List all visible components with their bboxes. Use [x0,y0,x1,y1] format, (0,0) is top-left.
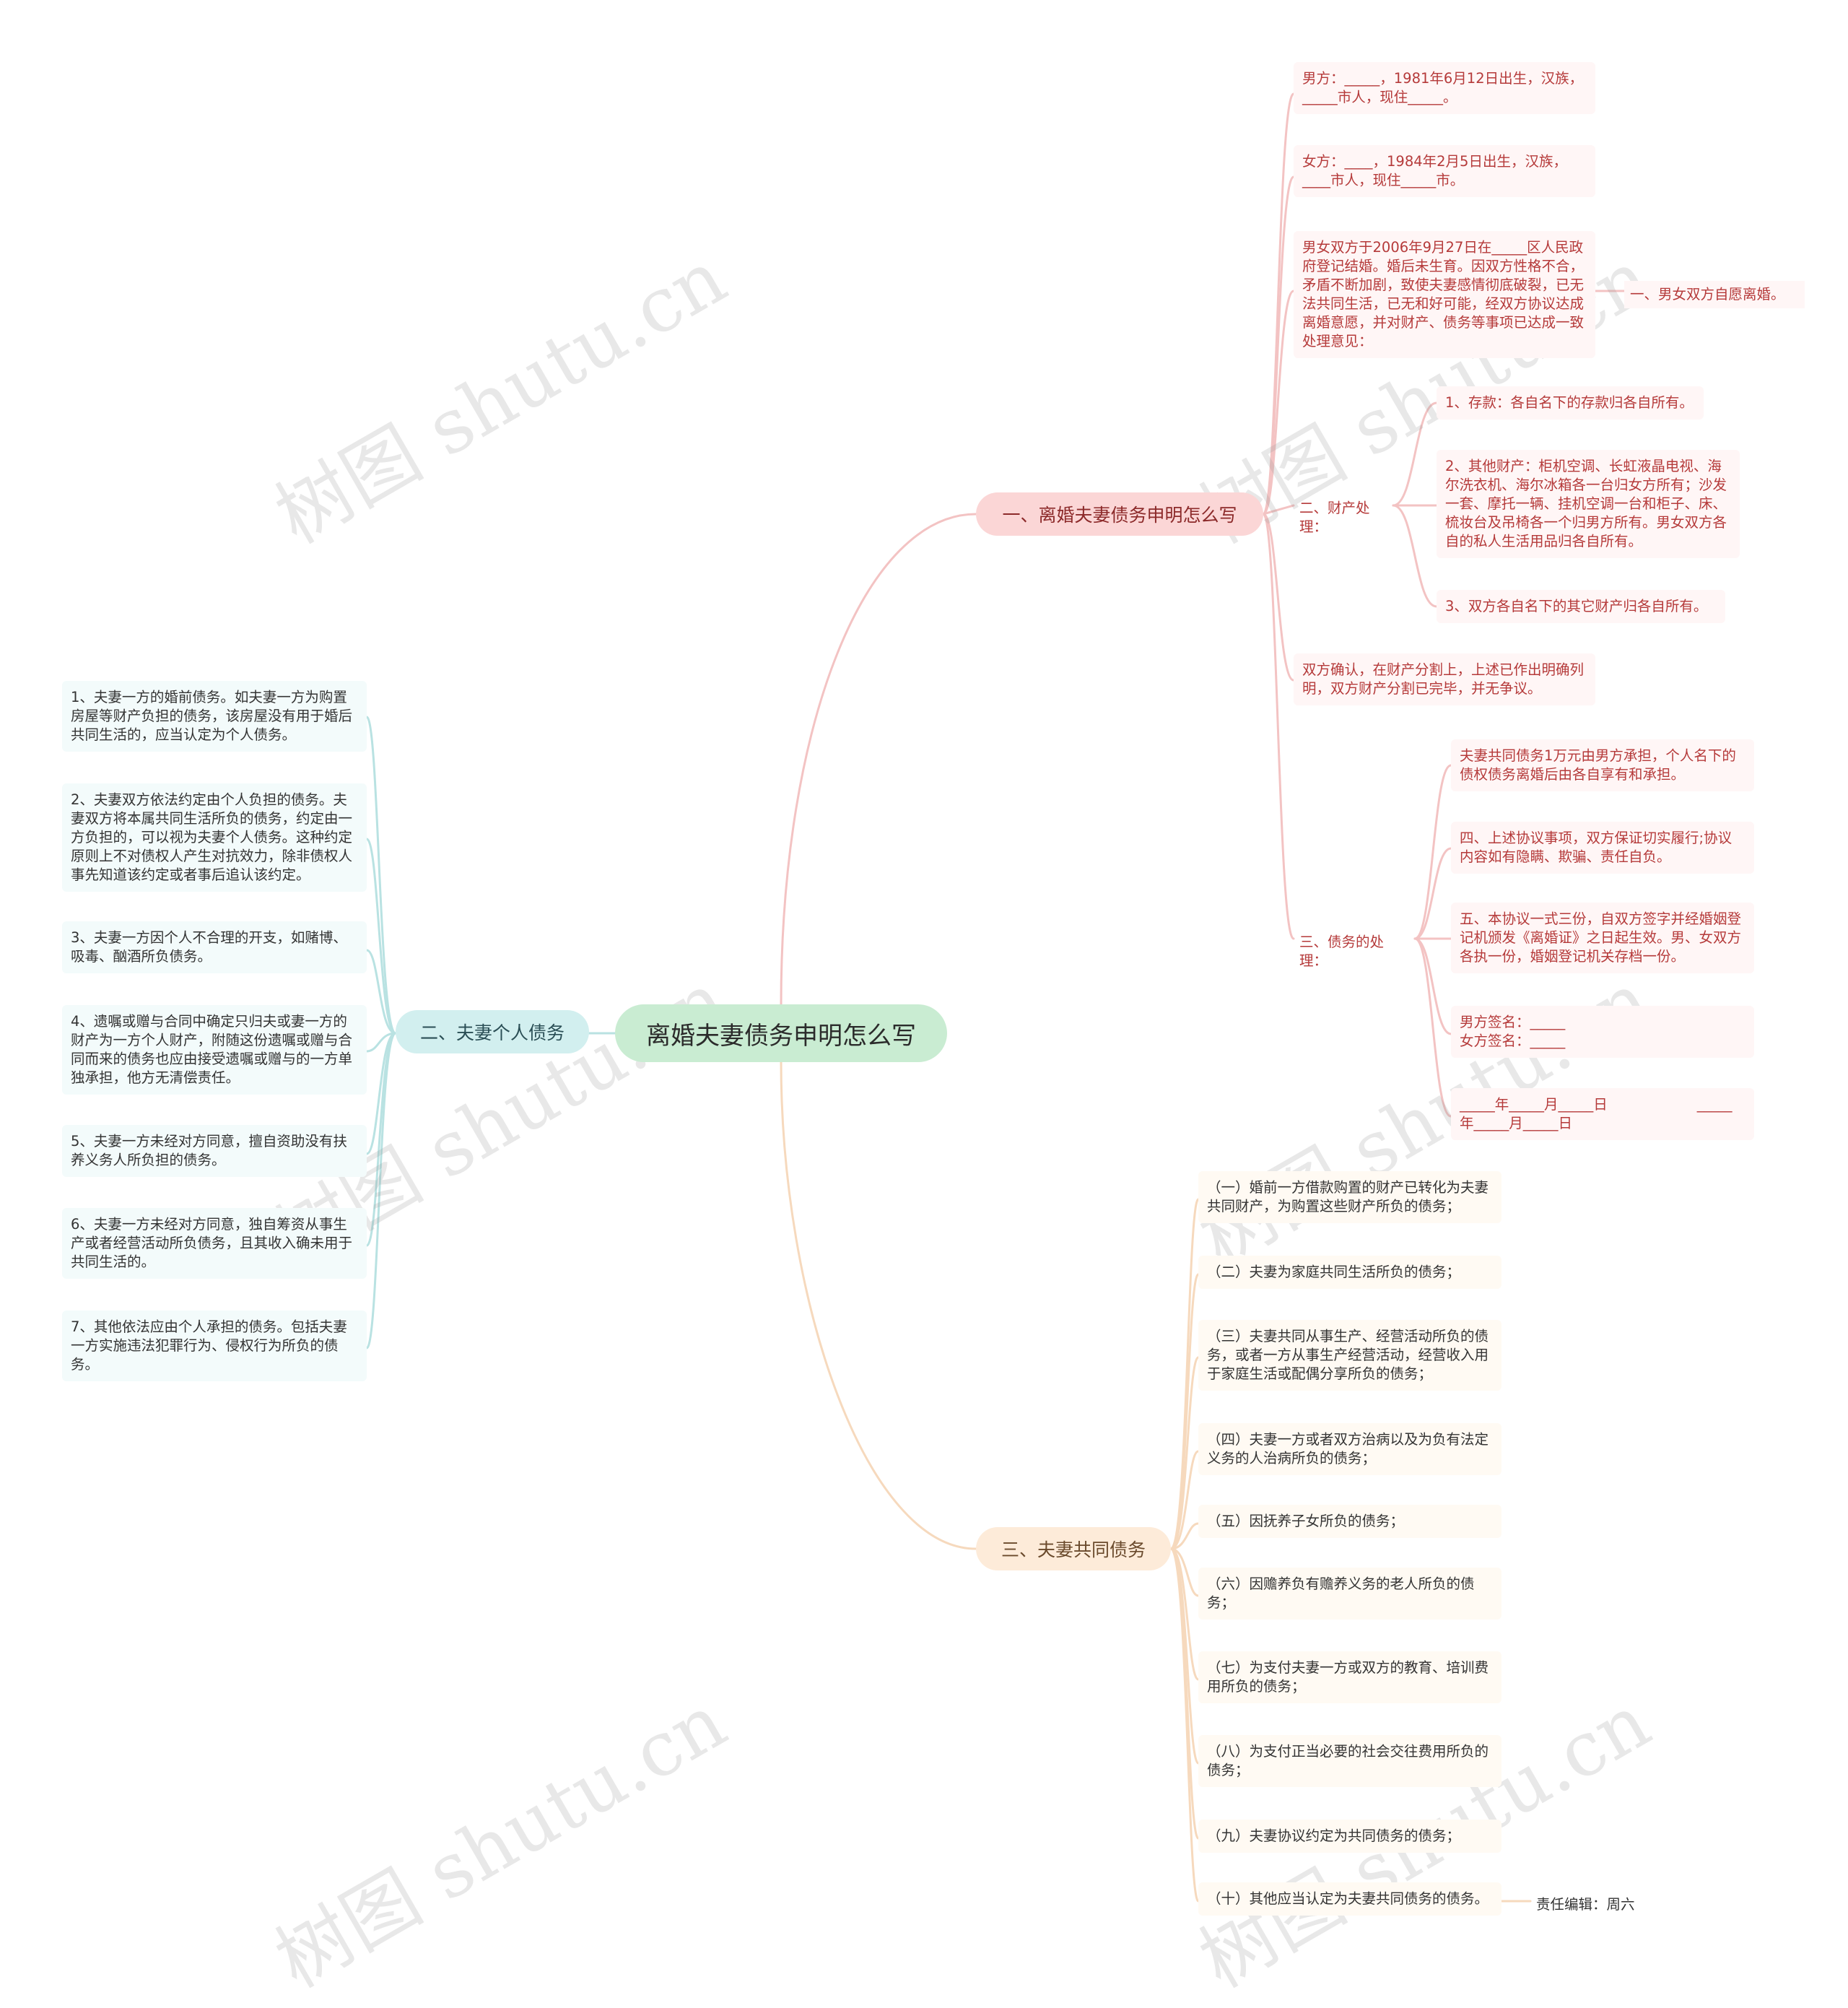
personal-debt-item: 7、其他依法应由个人承担的债务。包括夫妻一方实施违法犯罪行为、侵权行为所负的债务… [62,1311,367,1381]
joint-debt-item: （三）夫妻共同从事生产、经营活动所负的债务，或者一方从事生产经营活动，经营收入用… [1198,1320,1502,1391]
agreement-guarantee: 四、上述协议事项，双方保证切实履行;协议内容如有隐瞒、欺骗、责任自负。 [1451,822,1754,874]
joint-debt-item: （四）夫妻一方或者双方治病以及为负有法定义务的人治病所负的债务； [1198,1423,1502,1475]
joint-debt-item: （五）因抚养子女所负的债务； [1198,1505,1502,1538]
branch-personal-debt[interactable]: 二、夫妻个人债务 [396,1010,589,1053]
joint-debt-item: （一）婚前一方借款购置的财产已转化为夫妻共同财产，为购置这些财产所负的债务； [1198,1171,1502,1223]
root-topic[interactable]: 离婚夫妻债务申明怎么写 [615,1004,947,1062]
property-item: 2、其他财产：柜机空调、长虹液晶电视、海尔洗衣机、海尔冰箱各一台归女方所有；沙发… [1437,450,1740,558]
agreement-effective: 五、本协议一式三份，自双方签字并经婚姻登记机颁发《离婚证》之日起生效。男、女双方… [1451,903,1754,973]
joint-debt-item: （六）因赡养负有赡养义务的老人所负的债务； [1198,1568,1502,1620]
personal-debt-item: 1、夫妻一方的婚前债务。如夫妻一方为购置房屋等财产负担的债务，该房屋没有用于婚后… [62,681,367,752]
branch-divorce-statement[interactable]: 一、离婚夫妻债务申明怎么写 [976,492,1263,536]
joint-debt-item: （八）为支付正当必要的社会交往费用所负的债务； [1198,1735,1502,1787]
joint-debt-item: （九）夫妻协议约定为共同债务的债务； [1198,1820,1502,1853]
joint-debt-item: （十）其他应当认定为夫妻共同债务的债务。 [1198,1882,1502,1916]
joint-debt-item: （二）夫妻为家庭共同生活所负的债务； [1198,1256,1502,1289]
personal-debt-item: 5、夫妻一方未经对方同意，擅自资助没有扶养义务人所负担的债务。 [62,1125,367,1177]
property-item: 1、存款：各自名下的存款归各自所有。 [1437,386,1704,420]
branch-joint-debt[interactable]: 三、夫妻共同债务 [976,1527,1171,1570]
personal-debt-item: 6、夫妻一方未经对方同意，独自筹资从事生产或者经营活动所负债务，且其收入确未用于… [62,1208,367,1279]
voluntary-divorce: 一、男女双方自愿离婚。 [1624,281,1805,308]
property-label: 二、财产处理： [1299,500,1370,535]
female-party-info: 女方：____，1984年2月5日出生，汉族，____市人，现住_____市。 [1294,145,1595,197]
property-confirm: 双方确认，在财产分割上，上述已作出明确列明，双方财产分割已完毕，并无争议。 [1294,653,1595,705]
signature-dates: _____年_____月_____日 _____年_____月_____日 [1451,1088,1754,1140]
debt-label: 三、债务的处理： [1299,934,1385,969]
male-party-info: 男方：_____，1981年6月12日出生，汉族，_____市人，现住_____… [1294,62,1595,114]
marriage-info: 男女双方于2006年9月27日在_____区人民政府登记结婚。婚后未生育。因双方… [1294,231,1595,358]
personal-debt-item: 3、夫妻一方因个人不合理的开支，如赌博、吸毒、酗酒所负债务。 [62,921,367,973]
personal-debt-item: 4、遗嘱或赠与合同中确定只归夫或妻一方的财产为一方个人财产，附随这份遗嘱或赠与合… [62,1005,367,1095]
personal-debt-item: 2、夫妻双方依法约定由个人负担的债务。夫妻双方将本属共同生活所负的债务，约定由一… [62,783,367,892]
property-item: 3、双方各自名下的其它财产归各自所有。 [1437,590,1725,623]
joint-debt-item: （七）为支付夫妻一方或双方的教育、培训费用所负的债务； [1198,1651,1502,1703]
debt-item: 夫妻共同债务1万元由男方承担，个人名下的债权债务离婚后由各自享有和承担。 [1451,739,1754,791]
editor-credit: 责任编辑：周六 [1536,1896,1635,1913]
signatures: 男方签名：_____ 女方签名：_____ [1451,1006,1754,1058]
